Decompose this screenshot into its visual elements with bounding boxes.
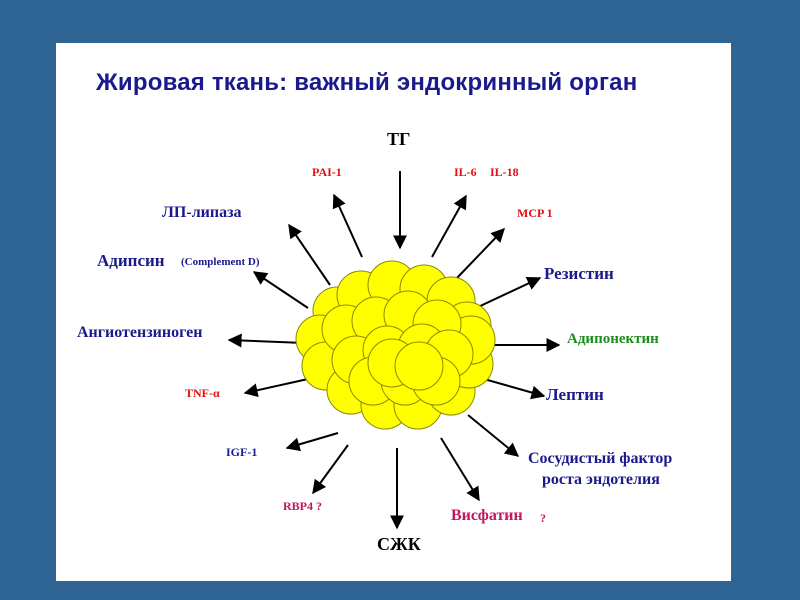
- slide-title: Жировая ткань: важный эндокринный орган: [96, 69, 638, 96]
- arrow-leptin: [483, 378, 546, 400]
- label-resistin: Резистин: [544, 264, 614, 283]
- adipocyte-cluster: [295, 260, 496, 430]
- label-il6: IL-6: [454, 165, 477, 179]
- label-pai1: PAI-1: [312, 165, 342, 179]
- diagram: [227, 171, 561, 530]
- arrow-tnf: [243, 378, 309, 398]
- arrow-mcp1: [455, 227, 505, 280]
- arrow-angiotensinogen: [227, 333, 305, 348]
- label-igf1: IGF-1: [226, 445, 258, 459]
- label-angiotensinogen: Ангиотензиноген: [77, 324, 203, 341]
- slide: Жировая ткань: важный эндокринный орган …: [56, 43, 731, 581]
- arrow-resistin: [475, 277, 542, 309]
- label-tnf: TNF-α: [185, 386, 220, 400]
- label-il18: IL-18: [490, 165, 519, 179]
- label-visfatin-q: ?: [540, 511, 546, 525]
- label-vegf-line1: Сосудистый фактор: [528, 450, 673, 467]
- label-leptin: Лептин: [546, 385, 604, 404]
- label-adipsin: Адипсин: [97, 251, 165, 270]
- label-visfatin: Висфатин: [451, 507, 523, 524]
- label-mcp1: MCP 1: [517, 206, 553, 220]
- label-tg: ТГ: [387, 129, 411, 149]
- arrows: [227, 171, 561, 530]
- arrow-vegf: [467, 414, 520, 457]
- adipocyte-cell: [394, 341, 444, 391]
- arrow-igf1: [285, 432, 339, 452]
- label-rbp4: RBP4 ?: [283, 499, 322, 513]
- label-complement: (Complement D): [181, 256, 260, 268]
- label-ffa: СЖК: [377, 534, 421, 554]
- label-lpl: ЛП-липаза: [162, 204, 242, 221]
- label-vegf-line2: роста эндотелия: [542, 471, 660, 488]
- arrow-visfatin: [440, 437, 480, 502]
- arrow-lpl: [288, 223, 331, 286]
- arrow-adipsin: [252, 271, 309, 309]
- label-adiponectin: Адипонектин: [567, 331, 659, 347]
- arrow-pai1: [332, 193, 363, 258]
- arrow-rbp4: [312, 444, 349, 495]
- arrow-il6: [431, 194, 467, 258]
